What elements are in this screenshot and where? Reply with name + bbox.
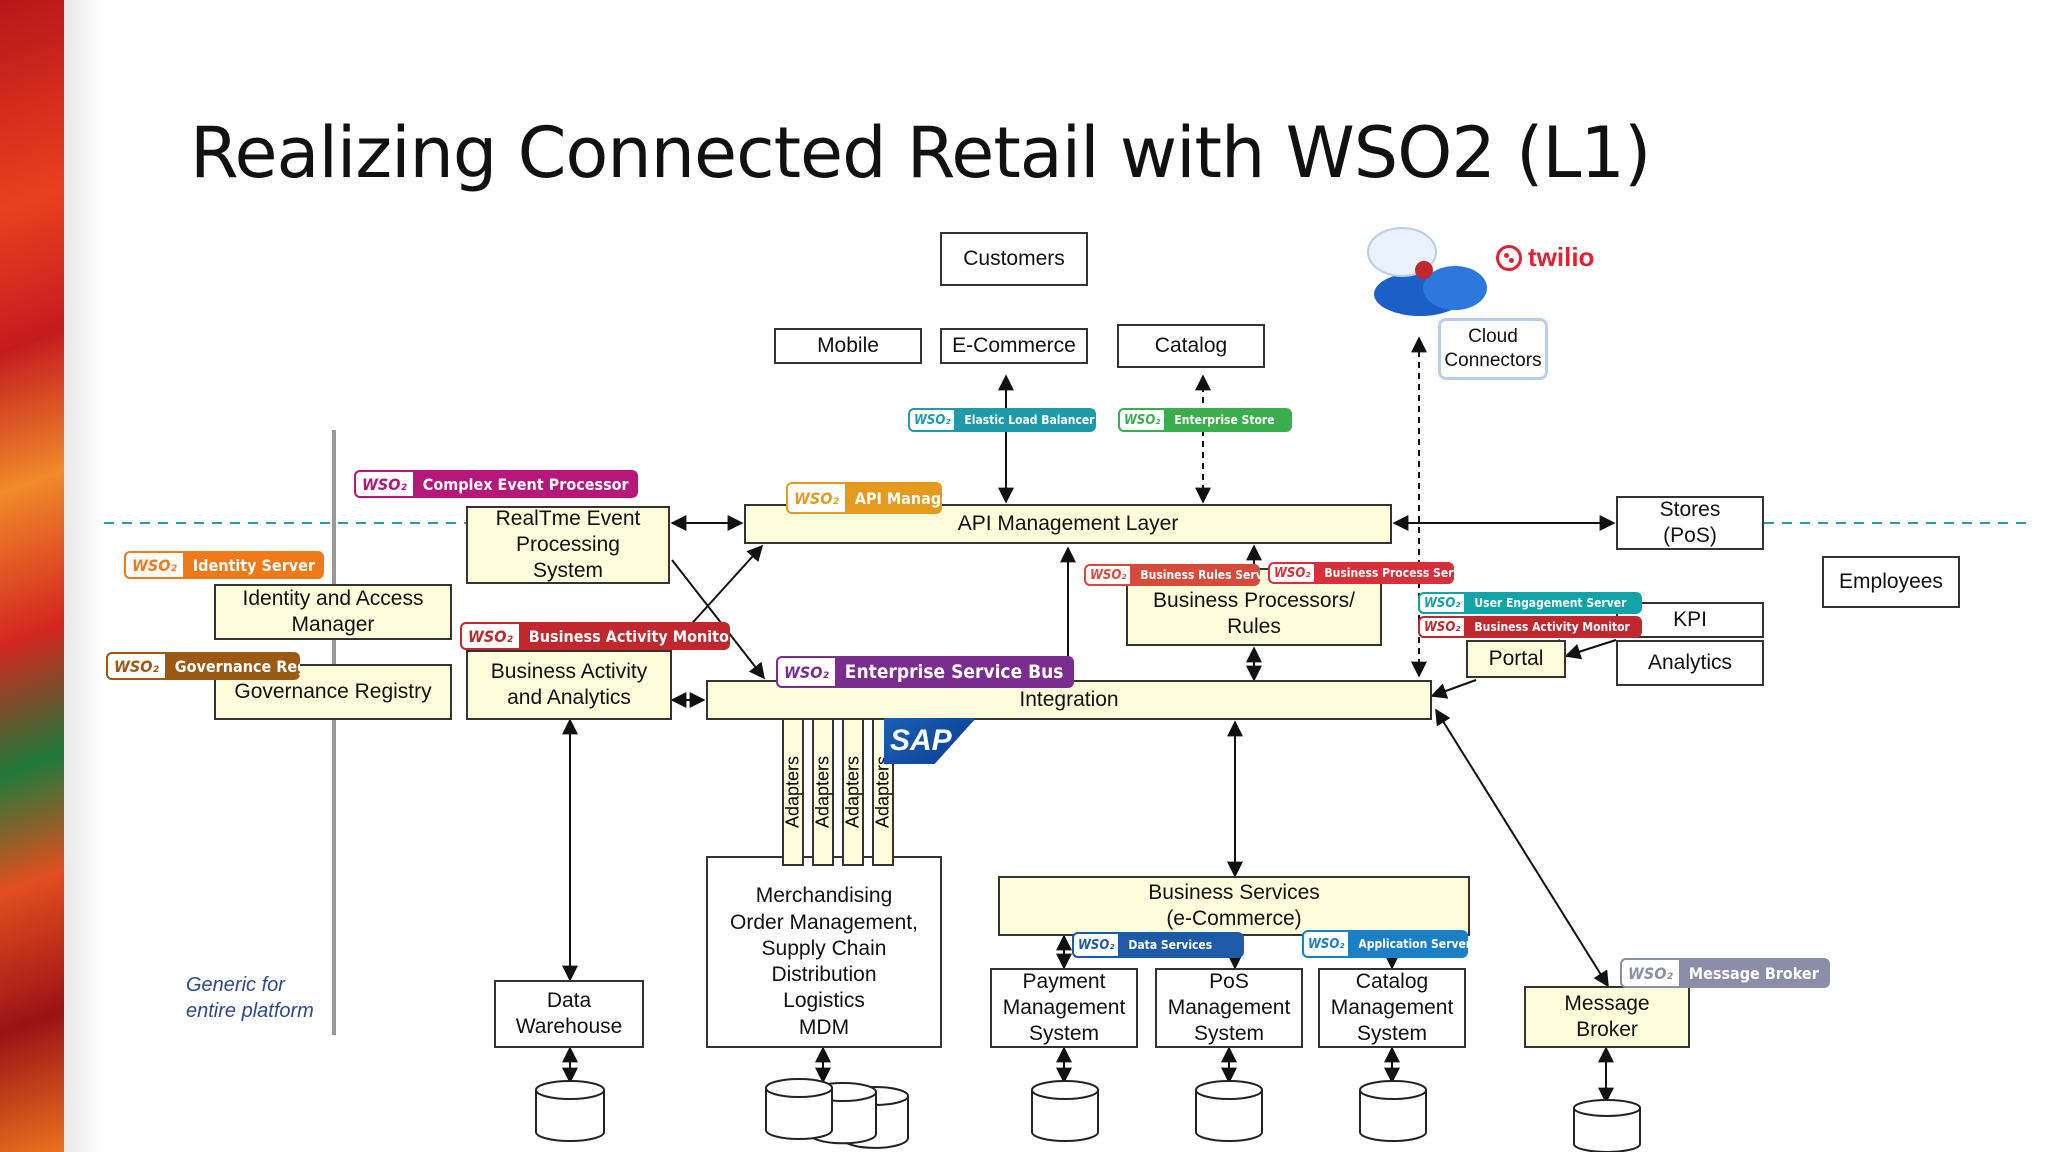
wso2-logo: WSO₂ — [460, 622, 521, 650]
mobile-box: Mobile — [774, 328, 922, 364]
merchandising-box: Merchandising Order Management, Supply C… — [706, 856, 942, 1048]
business-activity-box: Business Activity and Analytics — [466, 650, 672, 720]
wso2-logo: WSO₂ — [124, 551, 185, 579]
database-icon-payment — [1031, 1080, 1099, 1142]
wso2-logo: WSO₂ — [106, 652, 167, 680]
wso2-logo: WSO₂ — [1118, 408, 1167, 432]
pos-mgmt-box: PoS Management System — [1155, 968, 1303, 1048]
decorative-side-bar — [0, 0, 64, 1152]
identity-access-box: Identity and Access Manager — [214, 584, 452, 640]
wso2-logo: WSO₂ — [1072, 932, 1121, 958]
database-icon-pos — [1195, 1080, 1263, 1142]
cloud-icon — [1367, 227, 1487, 316]
twilio-logo: twilio — [1496, 242, 1594, 273]
wso2-logo: WSO₂ — [908, 408, 957, 432]
twilio-icon — [1496, 244, 1522, 271]
slide-title: Realizing Connected Retail with WSO2 (L1… — [190, 112, 1651, 194]
stores-pos-box: Stores (PoS) — [1616, 496, 1764, 550]
portal-to-integration — [1430, 679, 1477, 699]
payment-mgmt-box: Payment Management System — [990, 968, 1138, 1048]
business-services-box: Business Services (e-Commerce) — [998, 876, 1470, 936]
realtime-to-integration — [671, 559, 765, 680]
cloud-connectors-box: Cloud Connectors — [1438, 318, 1548, 380]
catalog-box: Catalog — [1117, 324, 1265, 368]
analytics-box: Analytics — [1616, 640, 1764, 686]
wso2-logo: WSO₂ — [354, 470, 415, 498]
bam-to-api-layer — [685, 544, 764, 631]
database-icon-dw — [535, 1080, 605, 1142]
generic-platform-note: Generic for entire platform — [186, 974, 314, 1022]
integration-to-message-broker — [1435, 708, 1609, 988]
database-icon-merch — [765, 1078, 909, 1149]
ecommerce-box: E-Commerce — [940, 328, 1088, 364]
message-broker-box: Message Broker — [1524, 986, 1690, 1048]
customers-box: Customers — [940, 232, 1088, 286]
realtime-event-box: RealTme Event Processing System — [466, 506, 670, 584]
adapter-1: Adapters — [782, 718, 804, 866]
adapter-2: Adapters — [812, 718, 834, 866]
wso2-logo: WSO₂ — [1620, 958, 1681, 988]
wso2-logo: WSO₂ — [1084, 564, 1133, 586]
catalog-mgmt-box: Catalog Management System — [1318, 968, 1466, 1048]
data-warehouse-box: Data Warehouse — [494, 980, 644, 1048]
database-icon-broker — [1573, 1099, 1641, 1152]
analytics-to-portal — [1564, 639, 1617, 660]
portal-box: Portal — [1466, 640, 1566, 678]
wso2-logo: WSO₂ — [1418, 616, 1467, 638]
employees-box: Employees — [1822, 556, 1960, 608]
wso2-logo: WSO₂ — [776, 656, 837, 688]
wso2-logo: WSO₂ — [786, 482, 847, 514]
side-bar-shade — [64, 0, 104, 1152]
adapter-3: Adapters — [842, 718, 864, 866]
wso2-logo: WSO₂ — [1418, 592, 1467, 614]
wso2-logo: WSO₂ — [1302, 930, 1351, 958]
database-icon-catalog — [1359, 1080, 1427, 1142]
wso2-logo: WSO₂ — [1268, 562, 1317, 584]
